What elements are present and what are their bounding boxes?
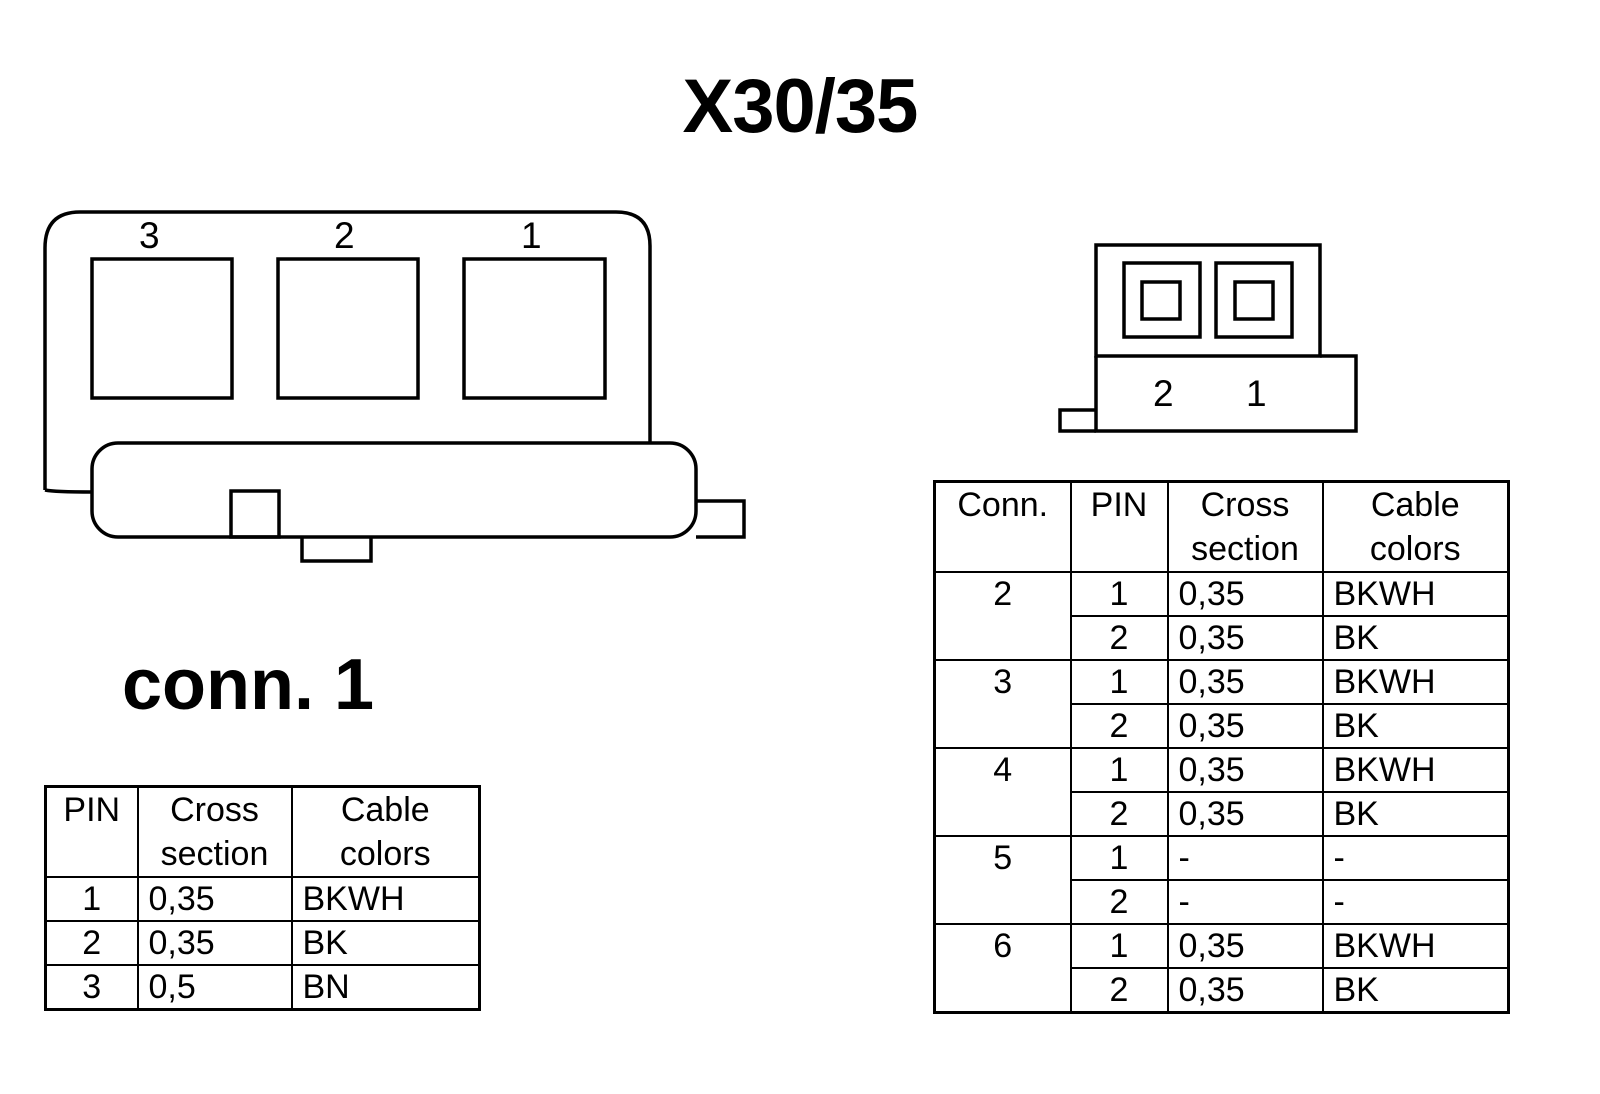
table-row: 3 0,5 BN xyxy=(44,964,481,1011)
header-pin: PIN xyxy=(44,785,139,878)
cell-pin: 1 xyxy=(44,876,139,922)
cell-cable-color: BN xyxy=(290,964,481,1011)
cell-cable-color: BK xyxy=(1321,703,1510,749)
cell-conn: 3 xyxy=(933,659,1072,749)
cell-pin: 2 xyxy=(44,920,139,966)
conn1-cavity-3 xyxy=(90,257,234,400)
cell-cable-color: BKWH xyxy=(1321,659,1510,705)
conn1-latch xyxy=(90,441,698,539)
cell-cable-color: BKWH xyxy=(290,876,481,922)
conn1-heading: conn. 1 xyxy=(122,645,375,725)
cell-conn: 4 xyxy=(933,747,1072,837)
small-cavity-1-inner xyxy=(1233,280,1275,321)
cell-cable-color: BKWH xyxy=(1321,747,1510,793)
cell-cross-section: 0,35 xyxy=(136,876,293,922)
table-row: 4 1 0,35 BKWH xyxy=(933,747,1510,837)
cell-cross-section: - xyxy=(1166,835,1324,881)
small-pin-label-1: 1 xyxy=(1246,373,1267,414)
cell-pin: 2 xyxy=(1069,703,1169,749)
conn1-connector xyxy=(43,210,746,563)
table-row: 6 1 0,35 BKWH xyxy=(933,923,1510,1014)
cell-cable-color: - xyxy=(1321,879,1510,925)
small-connector-top xyxy=(1094,243,1322,358)
cell-cross-section: 0,35 xyxy=(1166,659,1324,705)
table-row: 2 0,35 BK xyxy=(44,920,481,966)
cell-conn: 6 xyxy=(933,923,1072,1014)
conn1-cavity-1 xyxy=(462,257,607,400)
table-row: 2 0,35 BK xyxy=(935,791,1510,837)
table-row: 2 1 0,35 BKWH xyxy=(933,571,1510,661)
small-connector-base xyxy=(1094,354,1358,433)
cell-pin: 1 xyxy=(1069,835,1169,881)
conn1-bottom-tab xyxy=(300,537,373,563)
table-row: 2 0,35 BK xyxy=(935,967,1510,1014)
cell-cross-section: 0,35 xyxy=(1166,703,1324,749)
cell-cross-section: 0,5 xyxy=(136,964,293,1011)
conn1-pin-label-3: 3 xyxy=(139,215,160,256)
small-cavity-2-outer xyxy=(1122,261,1202,339)
cell-conn: 5 xyxy=(933,835,1072,925)
conn1-pin-label-2: 2 xyxy=(334,215,355,256)
small-cavity-2-inner xyxy=(1140,280,1182,321)
cell-cross-section: 0,35 xyxy=(1166,747,1324,793)
cell-cross-section: 0,35 xyxy=(1166,923,1324,969)
small-connector xyxy=(1058,243,1358,433)
table-row: 3 1 0,35 BKWH xyxy=(933,659,1510,749)
cell-pin: 2 xyxy=(1069,879,1169,925)
header-conn: Conn. xyxy=(933,480,1072,573)
cell-cable-color: BK xyxy=(1321,791,1510,837)
cell-pin: 2 xyxy=(1069,615,1169,661)
small-cavity-1-outer xyxy=(1214,261,1294,339)
table-row: 2 - - xyxy=(935,879,1510,925)
cell-cross-section: - xyxy=(1166,879,1324,925)
cell-cable-color: BKWH xyxy=(1321,923,1510,969)
cell-cross-section: 0,35 xyxy=(1166,571,1324,617)
table-row: 1 0,35 BKWH xyxy=(44,876,481,922)
cell-pin: 1 xyxy=(1069,747,1169,793)
conn1-key xyxy=(229,489,281,539)
cell-cross-section: 0,35 xyxy=(1166,615,1324,661)
cell-cable-color: BK xyxy=(290,920,481,966)
small-pin-label-2: 2 xyxy=(1153,373,1174,414)
cell-cable-color: BK xyxy=(1321,615,1510,661)
cell-cross-section: 0,35 xyxy=(1166,791,1324,837)
conn1-housing-join xyxy=(44,488,93,494)
conn1-housing xyxy=(43,210,652,490)
table-row: 2 0,35 BK xyxy=(935,703,1510,749)
cell-cable-color: - xyxy=(1321,835,1510,881)
diagram-title: X30/35 xyxy=(682,64,919,149)
cell-cross-section: 0,35 xyxy=(1166,967,1324,1014)
header-pin: PIN xyxy=(1069,480,1169,573)
cell-conn: 2 xyxy=(933,571,1072,661)
small-connector-left-tab xyxy=(1058,408,1096,433)
cell-cable-color: BKWH xyxy=(1321,571,1510,617)
cell-pin: 3 xyxy=(44,964,139,1011)
conn1-cavity-2 xyxy=(276,257,420,400)
conn1-right-tab xyxy=(696,499,746,539)
conn1-pin-label-1: 1 xyxy=(521,215,542,256)
cell-pin: 2 xyxy=(1069,967,1169,1014)
table-row: 2 0,35 BK xyxy=(935,615,1510,661)
table-row: 5 1 - - xyxy=(933,835,1510,925)
cell-pin: 2 xyxy=(1069,791,1169,837)
cell-pin: 1 xyxy=(1069,923,1169,969)
cell-pin: 1 xyxy=(1069,659,1169,705)
cell-cable-color: BK xyxy=(1321,967,1510,1014)
cell-pin: 1 xyxy=(1069,571,1169,617)
cell-cross-section: 0,35 xyxy=(136,920,293,966)
